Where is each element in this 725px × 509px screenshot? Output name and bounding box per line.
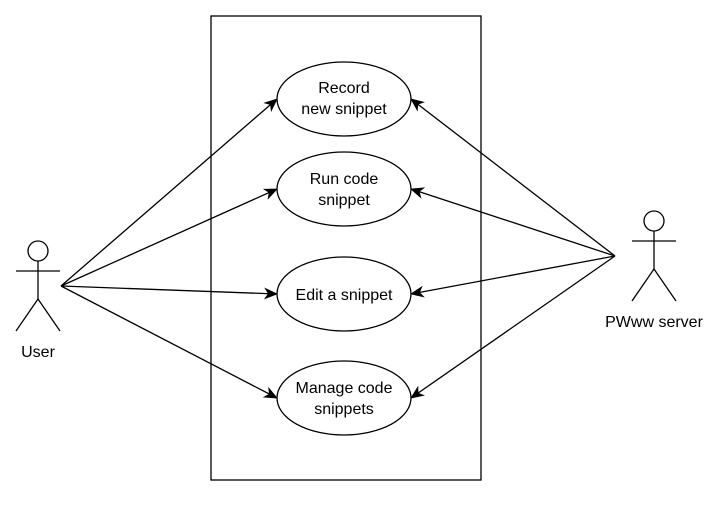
use-case-run-shape: [276, 151, 412, 227]
actor-server-label: PWww server: [605, 314, 703, 331]
use-case-run[interactable]: Run code snippet: [276, 151, 412, 227]
use-case-record[interactable]: Record new snippet: [276, 61, 412, 137]
use-case-run-line-1: Run code: [310, 171, 379, 188]
use-case-record-shape: [276, 61, 412, 137]
association-server-edit: [410, 255, 616, 298]
use-case-manage[interactable]: Manage code snippets: [276, 360, 412, 436]
association-server-run: [410, 187, 616, 257]
association-edges: [60, 98, 616, 399]
association-user-manage: [60, 285, 278, 399]
association-server-record: [410, 98, 616, 257]
use-case-manage-line-1: Manage code: [296, 380, 393, 397]
use-case-edit-line-1: Edit a snippet: [296, 287, 394, 304]
use-case-manage-shape: [276, 360, 412, 436]
actor-user-label: User: [21, 344, 55, 361]
use-case-run-line-2: snippet: [318, 192, 370, 209]
stick-figure-icon: [631, 210, 677, 302]
use-case-record-line-1: Record: [318, 80, 370, 97]
association-user-record: [60, 98, 278, 287]
use-case-edit-shape: [276, 256, 412, 332]
use-case-record-line-2: new snippet: [301, 101, 387, 118]
use-case-edit[interactable]: Edit a snippet: [276, 256, 412, 332]
actor-server[interactable]: PWww server: [605, 210, 704, 331]
association-server-manage: [410, 255, 616, 399]
actor-user[interactable]: User: [15, 240, 61, 361]
association-user-run: [60, 188, 278, 287]
stick-figure-icon: [15, 240, 61, 332]
system-boundary: [210, 15, 482, 481]
use-case-manage-line-2: snippets: [314, 401, 374, 418]
association-user-edit: [60, 285, 278, 300]
